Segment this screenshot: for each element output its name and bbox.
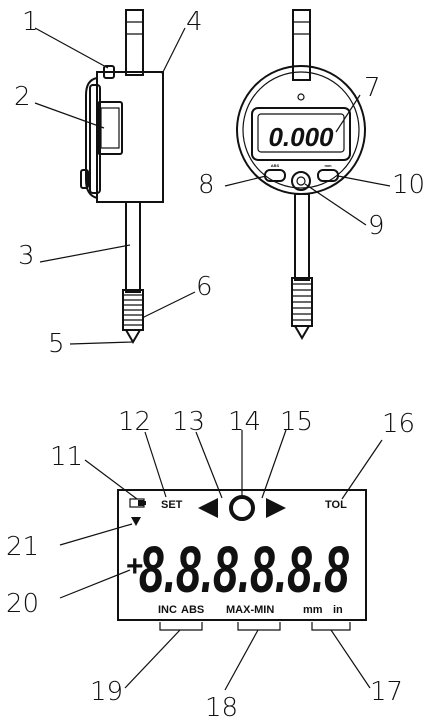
side-thread xyxy=(122,289,144,344)
callout-8: 8 xyxy=(198,170,215,200)
front-lower-stem xyxy=(294,193,310,281)
callout-20: 20 xyxy=(6,589,39,619)
callout-4: 4 xyxy=(186,7,203,37)
callout-16: 16 xyxy=(382,409,415,439)
side-bezel xyxy=(85,77,98,199)
lcd-tol-label: TOL xyxy=(325,499,347,511)
callout-12: 12 xyxy=(118,407,151,437)
lcd-sign: + xyxy=(126,550,144,583)
front-left-button xyxy=(264,169,286,182)
side-top-button xyxy=(103,65,115,79)
lcd-set-label: SET xyxy=(161,499,183,511)
front-upper-stem xyxy=(292,9,311,81)
callout-17: 17 xyxy=(370,677,403,707)
lcd-in-label: in xyxy=(333,604,343,616)
callout-14: 14 xyxy=(228,407,261,437)
callout-1: 1 xyxy=(22,7,39,37)
callout-7: 7 xyxy=(364,73,381,103)
front-screen xyxy=(251,107,351,161)
callout-6: 6 xyxy=(196,272,213,302)
right-arrow-icon xyxy=(266,498,286,518)
lcd-inc-label: INC xyxy=(158,604,177,616)
callout-11: 11 xyxy=(50,442,83,472)
callout-19: 19 xyxy=(90,677,123,707)
down-triangle-icon xyxy=(131,517,141,526)
front-right-button xyxy=(317,169,339,182)
callout-13: 13 xyxy=(172,407,205,437)
callout-2: 2 xyxy=(14,82,31,112)
lcd-panel: SET TOL + 8.8.8.8.8.8 INC ABS MAX-MIN mm… xyxy=(117,489,367,631)
callout-10: 10 xyxy=(392,170,425,200)
lcd-maxmin-label: MAX-MIN xyxy=(226,604,274,616)
lcd-abs-label: ABS xyxy=(181,604,204,616)
callout-18: 18 xyxy=(205,693,238,720)
bracket-17 xyxy=(311,622,351,631)
callout-15: 15 xyxy=(280,407,313,437)
callout-9: 9 xyxy=(368,211,385,241)
side-body xyxy=(96,71,164,203)
bracket-19 xyxy=(159,622,203,631)
callout-3: 3 xyxy=(18,241,35,271)
front-thread xyxy=(291,277,313,340)
battery-icon xyxy=(129,498,146,508)
side-lower-stem xyxy=(125,201,141,293)
left-arrow-icon xyxy=(198,498,218,518)
lcd-mm-label: mm xyxy=(303,604,323,616)
center-circle-icon xyxy=(229,495,255,521)
front-reading: 0.000 xyxy=(268,122,334,152)
callout-21: 21 xyxy=(6,532,39,562)
side-upper-stem xyxy=(125,9,144,76)
front-center-button xyxy=(291,171,311,191)
leader-lines xyxy=(34,27,391,691)
side-view xyxy=(80,9,164,344)
bracket-18 xyxy=(237,622,281,631)
front-key-mm-label: mm xyxy=(324,163,332,168)
front-view: 0.000 ABS mm xyxy=(236,9,366,340)
front-key-abs-label: ABS xyxy=(271,163,280,168)
lcd-digits: 8.8.8.8.8.8 xyxy=(139,532,349,606)
callout-numbers: 1 2 3 4 5 6 7 8 9 10 11 12 13 14 15 16 1… xyxy=(6,7,425,720)
callout-5: 5 xyxy=(48,329,65,359)
side-window xyxy=(97,101,123,155)
